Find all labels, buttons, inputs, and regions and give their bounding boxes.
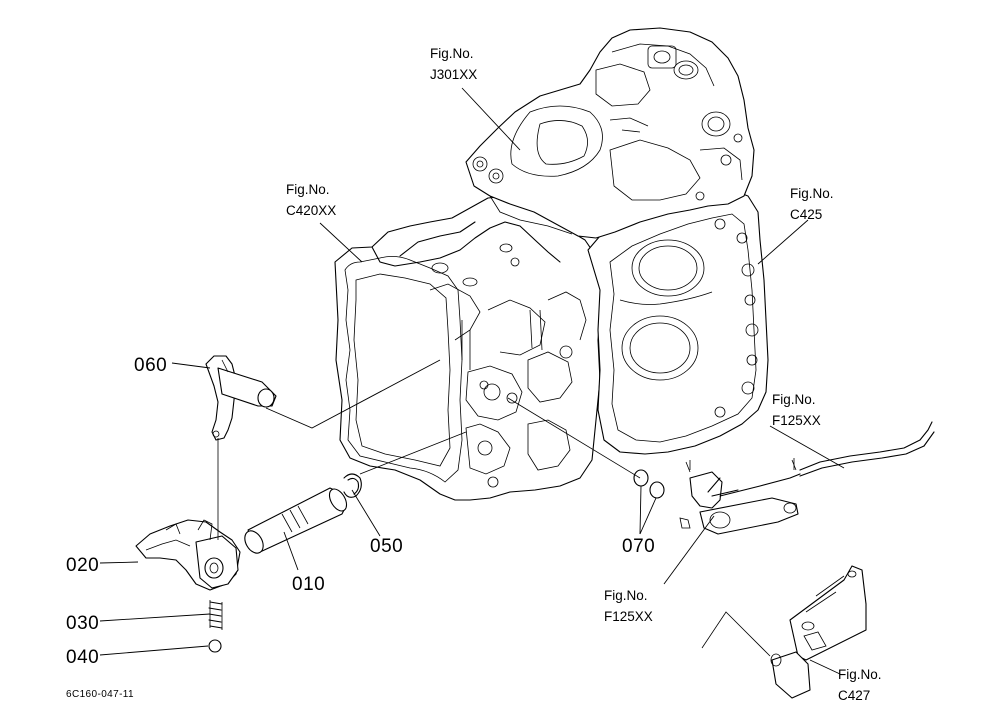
fig-ref-c425-line2: C425 xyxy=(790,207,822,222)
part-label-070: 070 xyxy=(622,536,655,557)
figure-reference-labels: Fig.No. J301XX Fig.No. C420XX Fig.No. C4… xyxy=(286,46,882,703)
drawing-code: 6C160-047-11 xyxy=(66,689,134,700)
fig-ref-f125-bottom-line1: Fig.No. xyxy=(604,588,648,603)
linkage-part xyxy=(679,421,935,535)
fig-ref-j301-line2: J301XX xyxy=(430,67,477,82)
part-label-040: 040 xyxy=(66,647,99,668)
circlip-part xyxy=(343,473,362,498)
leader-lines xyxy=(99,87,845,675)
bracket-part xyxy=(770,565,867,699)
transmission-case-illustration xyxy=(334,27,769,501)
fig-ref-c427-line1: Fig.No. xyxy=(838,667,882,682)
fig-ref-c420-line1: Fig.No. xyxy=(286,182,330,197)
shift-parts-illustration xyxy=(135,355,935,699)
shift-fork-part xyxy=(135,519,241,591)
fig-ref-c425-line1: Fig.No. xyxy=(790,186,834,201)
part-label-010: 010 xyxy=(292,574,325,595)
part-label-020: 020 xyxy=(66,555,99,576)
part-label-030: 030 xyxy=(66,613,99,634)
ball-part xyxy=(208,639,222,653)
fig-ref-f125-bottom-line2: F125XX xyxy=(604,609,653,624)
fig-ref-j301-line1: Fig.No. xyxy=(430,46,474,61)
shift-arm-part xyxy=(205,355,277,441)
part-label-050: 050 xyxy=(370,536,403,557)
part-number-labels: 060 020 010 050 030 040 070 xyxy=(66,355,655,668)
fig-ref-c427-line2: C427 xyxy=(838,688,870,703)
o-ring-part xyxy=(633,469,665,499)
fig-ref-f125-top-line1: Fig.No. xyxy=(772,392,816,407)
shift-rod-part xyxy=(244,487,348,554)
part-label-060: 060 xyxy=(134,355,167,376)
fig-ref-f125-top-line2: F125XX xyxy=(772,413,821,428)
spring-part xyxy=(208,600,223,630)
fig-ref-c420-line2: C420XX xyxy=(286,203,336,218)
